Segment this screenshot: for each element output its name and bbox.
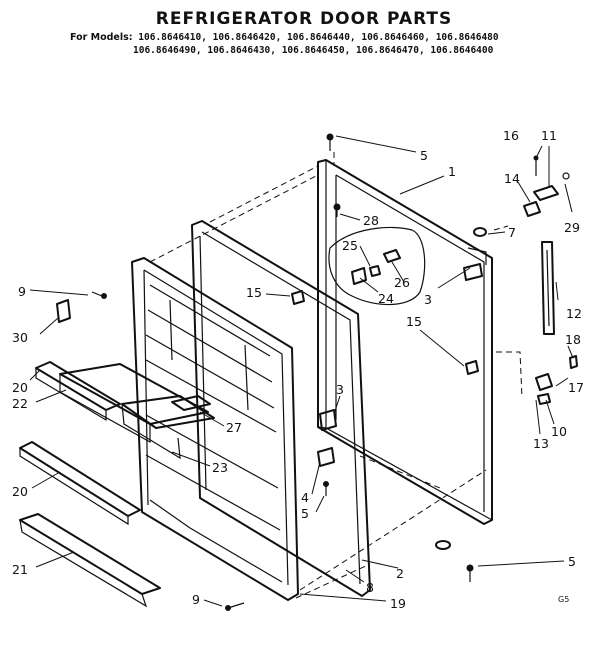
callout-15-left: 15	[246, 285, 262, 300]
hinge-bushing	[473, 227, 487, 237]
callout-9-upper: 9	[18, 284, 26, 299]
callout-7: 7	[508, 225, 516, 240]
callout-20-upper: 20	[12, 380, 28, 395]
hinge-bracket-upper	[463, 263, 483, 281]
callout-22: 22	[12, 396, 28, 411]
callout-labels: 5 1 16 11 14 28 29 7 25 26 24 3 12 15 15…	[12, 128, 584, 611]
screw-bottom-5	[466, 564, 474, 582]
callout-10: 10	[551, 424, 567, 439]
assembly-alignment-lines	[149, 152, 523, 599]
models-label: For Models:	[70, 32, 133, 43]
callout-24: 24	[378, 291, 394, 306]
callout-8: 8	[366, 580, 374, 595]
callout-2: 2	[396, 566, 404, 581]
callout-29: 29	[564, 220, 580, 235]
door-hinge-top	[533, 172, 570, 201]
callout-21: 21	[12, 562, 28, 577]
callout-5: 5	[420, 148, 428, 163]
model-list-line-1: For Models: 106.8646410, 106.8646420, 10…	[70, 32, 499, 43]
inset-detail	[328, 226, 426, 306]
drawing-code: G5	[558, 595, 569, 604]
screw-18	[569, 355, 578, 369]
leader-lines	[29, 135, 574, 607]
callout-11: 11	[541, 128, 557, 143]
callout-27: 27	[226, 420, 242, 435]
callout-25: 25	[342, 238, 358, 253]
callout-1: 1	[448, 164, 456, 179]
door-shelf-lower	[19, 441, 141, 526]
callout-23: 23	[212, 460, 228, 475]
door-shelf-upper	[35, 361, 121, 422]
door-outer-panel	[317, 159, 493, 525]
callout-13: 13	[533, 436, 549, 451]
callout-15-right: 15	[406, 314, 422, 329]
models-line-1: 106.8646410, 106.8646420, 106.8646440, 1…	[138, 32, 499, 43]
diagram-header: REFRIGERATOR DOOR PARTS For Models: 106.…	[0, 0, 608, 80]
door-closer-bracket	[535, 373, 553, 405]
hinge-bracket-lower	[319, 409, 337, 431]
screw-9-upper	[91, 291, 107, 299]
door-stop-pad	[56, 299, 71, 323]
door-gasket	[191, 220, 371, 597]
callout-18: 18	[565, 332, 581, 347]
screw-28	[333, 203, 341, 217]
callout-3-lower: 3	[336, 382, 344, 397]
callout-12: 12	[566, 306, 582, 321]
callout-19: 19	[390, 596, 406, 611]
callout-5-lower: 5	[301, 506, 309, 521]
door-shelf-middle	[59, 363, 211, 444]
bracket-plate	[317, 447, 335, 467]
door-shelf-bottom	[19, 513, 161, 608]
callout-14: 14	[504, 171, 520, 186]
door-liner	[131, 257, 299, 601]
models-line-2: 106.8646490, 106.8646430, 106.8646450, 1…	[133, 45, 494, 56]
callout-4: 4	[301, 490, 309, 505]
door-handle	[541, 241, 555, 335]
callout-3-upper: 3	[424, 292, 432, 307]
door-stop	[523, 201, 541, 217]
callout-28: 28	[363, 213, 379, 228]
callout-20-lower: 20	[12, 484, 28, 499]
callout-5-bottom: 5	[568, 554, 576, 569]
callout-26: 26	[394, 275, 410, 290]
diagram-title: REFRIGERATOR DOOR PARTS	[155, 9, 453, 29]
screw-16	[533, 155, 539, 176]
spacer-block	[291, 290, 479, 375]
screw-top	[326, 133, 334, 151]
screw-lower-5	[323, 481, 329, 496]
screw-9-lower	[225, 602, 245, 611]
door-shelf-bar	[121, 395, 215, 460]
callout-16: 16	[503, 128, 519, 143]
callout-17: 17	[568, 380, 584, 395]
callout-9-lower: 9	[192, 592, 200, 607]
hinge-cap-bottom	[435, 540, 451, 550]
callout-30: 30	[12, 330, 28, 345]
